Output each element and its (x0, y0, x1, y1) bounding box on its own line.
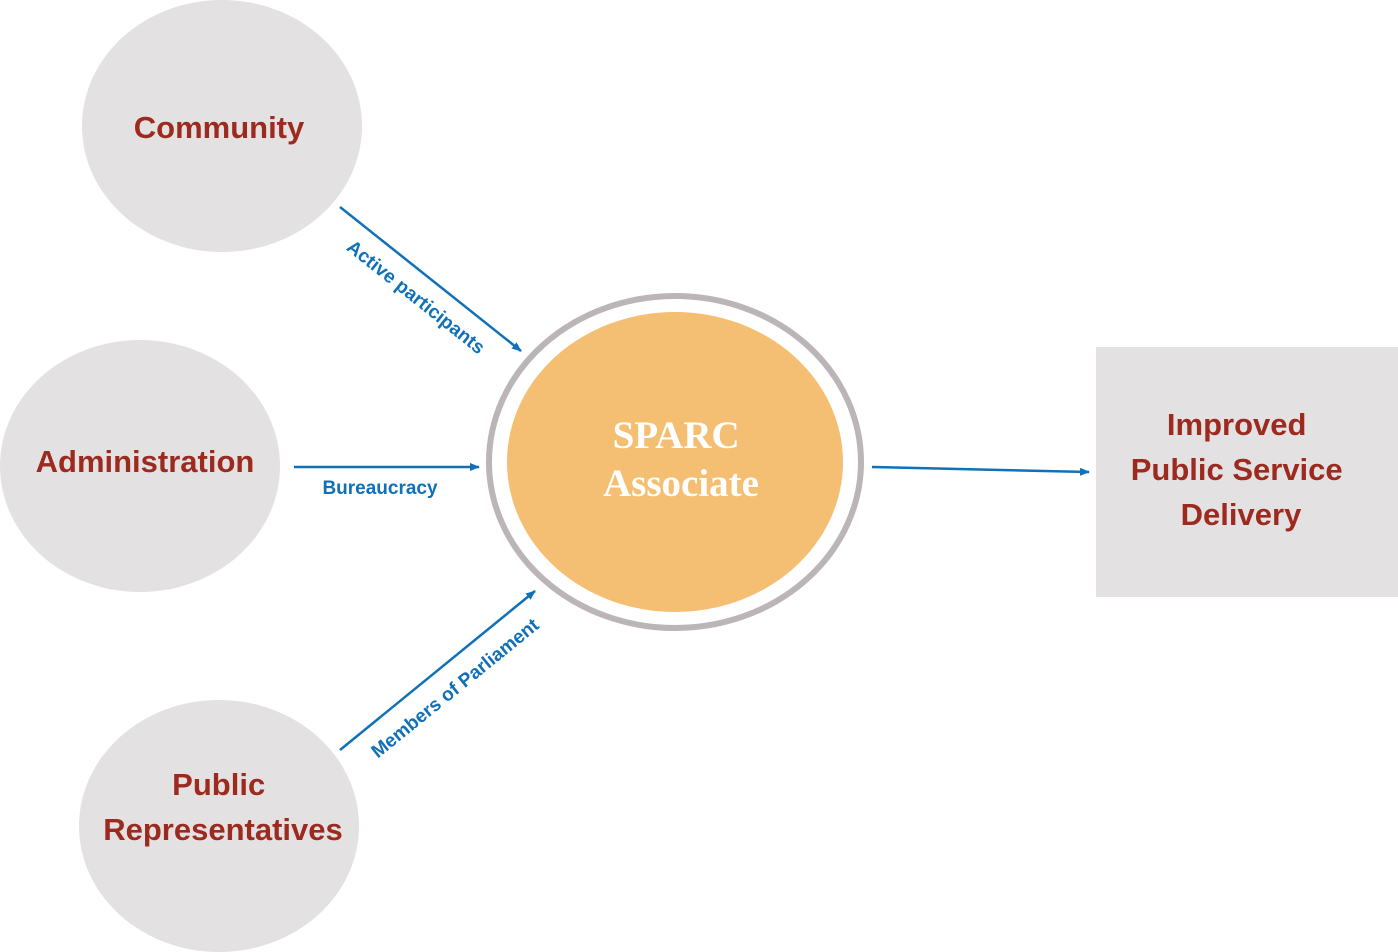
node-administration: Administration (0, 340, 280, 592)
administration-label: Administration (36, 444, 255, 479)
outcome-box (1096, 347, 1398, 597)
edge-sparc-to-outcome (871, 465, 1090, 476)
community-arrow (339, 206, 522, 352)
sparc-associate-circle (507, 312, 843, 612)
public-representatives-circle (79, 700, 359, 952)
representatives-arrow (339, 590, 536, 751)
bureaucracy-label: Bureaucracy (322, 478, 438, 499)
edge-administration-to-sparc: Bureaucracy (294, 463, 480, 499)
outcome-arrow (871, 465, 1090, 476)
community-label: Community (134, 110, 305, 145)
edge-community-to-sparc: Active participants (339, 206, 522, 359)
outcome-label-line-3: Delivery (1181, 497, 1302, 532)
edge-representatives-to-sparc: Members of Parliament (339, 590, 544, 763)
public-representatives-label-line-2: Representatives (103, 812, 343, 847)
sparc-associate-label-line-2: Associate (603, 462, 759, 505)
sparc-associate-label: SPARC Associate (603, 414, 759, 505)
members-of-parliament-label: Members of Parliament (368, 614, 544, 762)
node-outcome: Improved Public Service Delivery (1096, 347, 1398, 597)
administration-circle (0, 340, 280, 592)
public-representatives-label: Public Representatives (103, 767, 343, 847)
node-sparc-associate: SPARC Associate (486, 293, 864, 631)
outcome-label: Improved Public Service Delivery (1131, 407, 1352, 532)
active-participants-label: Active participants (342, 237, 488, 359)
outcome-label-line-2: Public Service (1131, 452, 1343, 487)
node-community: Community (82, 0, 362, 252)
community-circle (82, 0, 362, 252)
sparc-associate-label-line-1: SPARC (613, 414, 740, 457)
node-public-representatives: Public Representatives (79, 700, 359, 952)
public-representatives-label-line-1: Public (172, 767, 265, 802)
outcome-label-line-1: Improved (1167, 407, 1307, 442)
